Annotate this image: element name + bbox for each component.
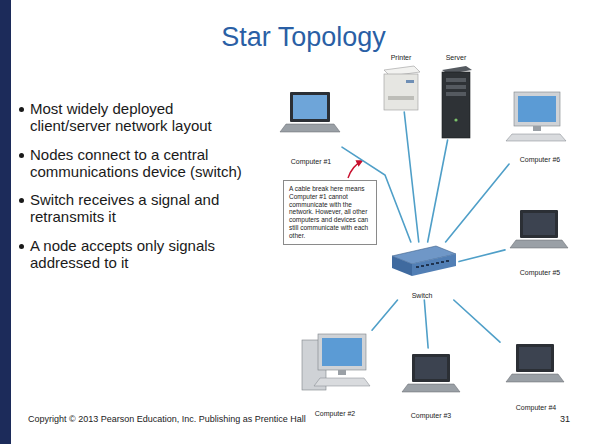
page-number: 31	[560, 414, 570, 424]
bullet-dot	[19, 107, 24, 112]
side-bar	[0, 0, 11, 444]
device-label: Computer #5	[520, 269, 560, 277]
network-cable	[404, 112, 419, 242]
device-label: Computer #1	[291, 158, 331, 166]
desktop-icon	[302, 334, 370, 390]
bullet-dot	[19, 153, 24, 158]
bullet-text: Most widely deployed client/server netwo…	[30, 100, 248, 135]
computer-node: Computer #1	[280, 88, 342, 166]
copyright-note: Copyright © 2013 Pearson Education, Inc.…	[28, 414, 306, 424]
network-cable	[454, 300, 500, 342]
switch-icon	[392, 246, 456, 276]
callout-text: A cable break here means Computer #1 can…	[289, 185, 371, 240]
computer-node: Computer #2	[298, 330, 372, 418]
network-cable	[424, 300, 428, 348]
device-label: Switch	[412, 292, 433, 300]
laptop-icon	[506, 344, 564, 382]
switch-node: Switch	[385, 242, 459, 300]
bullet-dot	[19, 244, 24, 249]
desktop-icon	[506, 92, 566, 141]
network-cable	[446, 164, 509, 242]
network-cable	[428, 140, 448, 242]
network-cable	[372, 300, 398, 330]
device-label: Computer #3	[411, 412, 451, 420]
device-label: Printer	[391, 54, 412, 62]
computer-node: Computer #6	[505, 88, 575, 164]
server-icon	[442, 66, 472, 138]
callout-arrow	[348, 161, 362, 178]
slide-title: Star Topology	[12, 22, 595, 53]
laptop-icon	[510, 210, 568, 248]
bullet-text: Switch receives a signal and retransmits…	[30, 191, 248, 226]
printer-icon	[384, 66, 420, 110]
device-label: Server	[446, 54, 467, 62]
computer-node: Computer #5	[505, 205, 575, 277]
computer-node: Computer #4	[500, 338, 572, 412]
device-label: Computer #4	[516, 404, 556, 412]
network-cable	[459, 250, 505, 262]
callout-box: A cable break here means Computer #1 can…	[283, 180, 377, 245]
computer-node: Computer #3	[398, 348, 464, 420]
bullet-text: A node accepts only signals addressed to…	[30, 237, 248, 272]
printer-node: Printer	[380, 54, 422, 112]
server-node: Server	[435, 54, 477, 140]
laptop-icon	[402, 354, 460, 392]
bullet-dot	[19, 198, 24, 203]
device-label: Computer #2	[315, 410, 355, 418]
device-label: Computer #6	[520, 156, 560, 164]
bullet-text: Nodes connect to a central communication…	[30, 146, 248, 181]
laptop-icon	[280, 92, 340, 132]
